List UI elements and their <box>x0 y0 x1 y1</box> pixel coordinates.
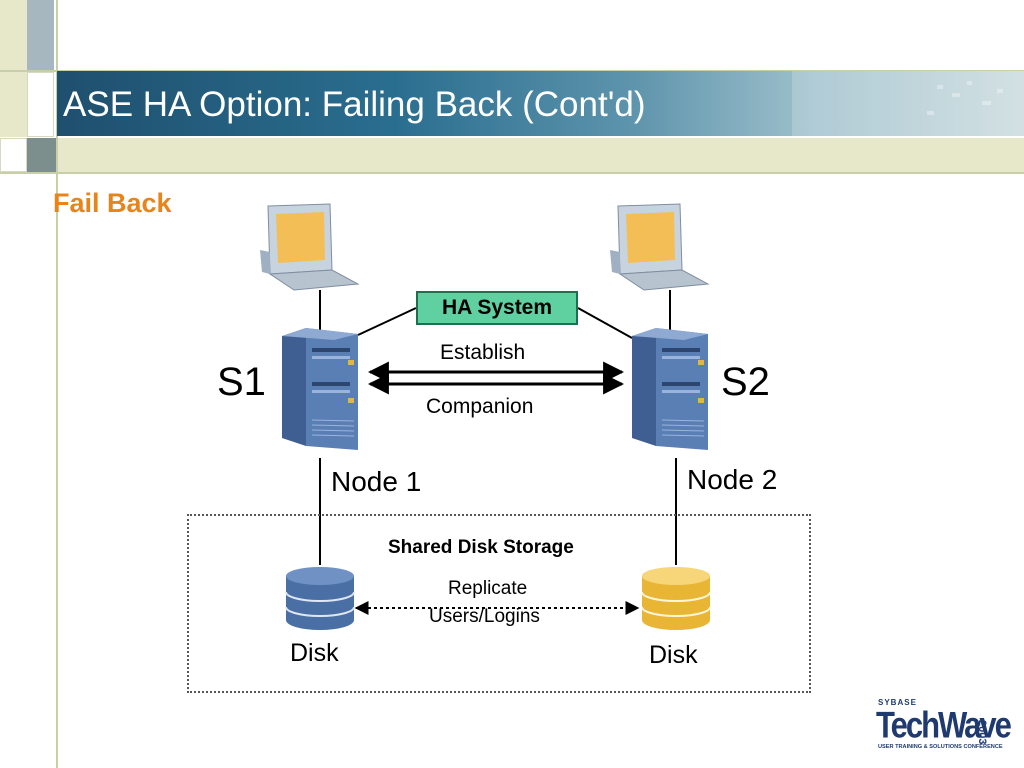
monitor-icon <box>260 203 360 291</box>
deco-square <box>0 138 27 172</box>
server-icon <box>632 328 708 450</box>
shared-storage-box <box>187 514 811 693</box>
disk-icon <box>285 567 355 630</box>
ha-link-right <box>577 307 633 339</box>
storage-title: Shared Disk Storage <box>388 537 574 558</box>
node-label-2: Node 2 <box>687 464 778 495</box>
server-label-s1: S1 <box>217 360 266 404</box>
companion-label: Companion <box>426 395 534 418</box>
techwave-logo: SYBASE TechWave 2003 USER TRAINING & SOL… <box>876 698 1016 756</box>
replicate-label-line2: Users/Logins <box>429 606 540 627</box>
deco-rail-horizontal <box>0 172 1024 174</box>
logo-year: 2003 <box>976 720 988 745</box>
deco-rail-vertical <box>56 0 58 768</box>
deco-square <box>27 0 54 70</box>
deco-square <box>27 138 57 172</box>
replicate-label-line1: Replicate <box>448 578 528 599</box>
logo-tagline: USER TRAINING & SOLUTIONS CONFERENCE <box>878 744 1003 750</box>
disk-icon <box>641 567 711 630</box>
disk-label-right: Disk <box>649 641 698 669</box>
ha-system-label: HA System <box>441 296 553 319</box>
title-band-texture <box>792 71 1024 136</box>
node-label-1: Node 1 <box>331 466 422 497</box>
deco-square <box>27 72 54 137</box>
deco-bar <box>57 138 1024 172</box>
slide-title: ASE HA Option: Failing Back (Cont'd) <box>63 85 646 124</box>
disk-label-left: Disk <box>290 639 339 667</box>
server-label-s2: S2 <box>721 360 770 404</box>
server-icon <box>282 328 358 450</box>
logo-brand: TechWave <box>876 704 1012 746</box>
deco-square <box>0 0 27 70</box>
deco-square <box>0 72 27 137</box>
establish-label: Establish <box>440 341 526 364</box>
monitor-icon <box>610 203 710 291</box>
ha-system-box: HA System <box>416 291 578 325</box>
logo-brand-top: SYBASE <box>878 698 917 707</box>
ha-link-left <box>357 307 417 336</box>
title-band: ASE HA Option: Failing Back (Cont'd) <box>57 71 1024 136</box>
slide-subtitle: Fail Back <box>53 188 172 218</box>
